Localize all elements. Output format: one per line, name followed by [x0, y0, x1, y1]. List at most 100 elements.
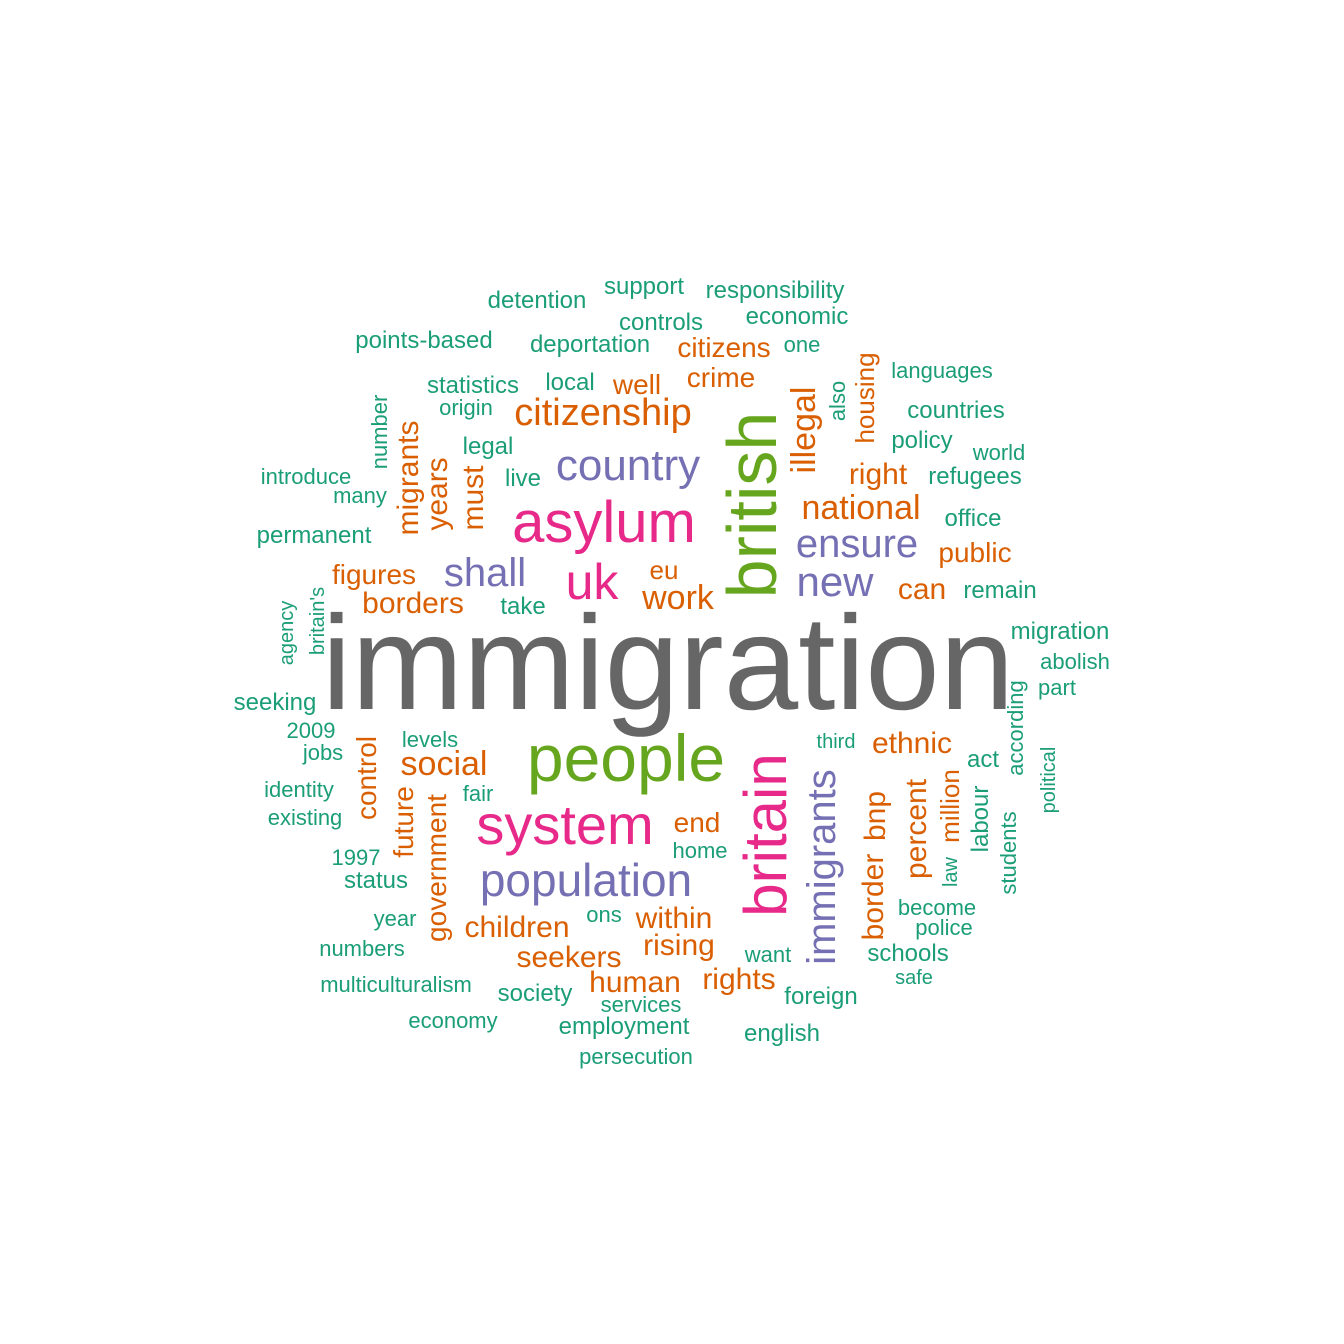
word-one: one: [783, 332, 821, 357]
word-people: people: [526, 721, 726, 795]
word-control: control: [351, 735, 382, 821]
word-local: local: [545, 369, 595, 396]
word-years: years: [421, 457, 454, 531]
word-origin: origin: [439, 395, 493, 420]
word-political: political: [1038, 746, 1060, 814]
word-law: law: [940, 856, 962, 888]
word-statistics: statistics: [426, 372, 520, 399]
word-population: population: [479, 854, 693, 906]
word-economic: economic: [745, 303, 849, 330]
word-ensure: ensure: [795, 522, 919, 566]
word-uk: uk: [565, 554, 619, 610]
word-world: world: [972, 440, 1026, 465]
word-border: border: [857, 853, 890, 941]
word-new: new: [796, 558, 874, 605]
word-support: support: [603, 273, 685, 300]
word-employment: employment: [558, 1013, 690, 1040]
word-government: government: [421, 794, 452, 942]
word-shall: shall: [443, 551, 527, 595]
word-citizens: citizens: [677, 332, 771, 363]
word-points-based: points-based: [355, 327, 493, 354]
word-immigrants: immigrants: [800, 769, 844, 965]
word-system: system: [476, 793, 654, 856]
word-end: end: [673, 807, 721, 838]
word-police: police: [915, 915, 973, 940]
word-numbers: numbers: [319, 936, 405, 961]
word-many: many: [333, 483, 387, 508]
word-british: british: [713, 411, 791, 599]
word-students: students: [996, 811, 1021, 895]
word-eu: eu: [649, 555, 679, 585]
word-public: public: [938, 537, 1012, 568]
word-status: status: [343, 867, 409, 894]
word-labour: labour: [967, 785, 994, 853]
word-existing: existing: [267, 805, 343, 830]
word-abolish: abolish: [1040, 649, 1110, 674]
word-country: country: [555, 441, 701, 490]
word-policy: policy: [891, 427, 953, 454]
word-work: work: [642, 579, 714, 617]
word-introduce: introduce: [260, 464, 352, 489]
word-part: part: [1038, 675, 1076, 700]
word-migration: migration: [1010, 618, 1110, 645]
word-agency: agency: [276, 600, 298, 666]
word-countries: countries: [907, 397, 1005, 424]
word-well: well: [612, 369, 662, 400]
word-housing: housing: [850, 352, 880, 444]
word-2009: 2009: [286, 718, 336, 743]
word-live: live: [504, 465, 542, 492]
word-immigration: immigration: [321, 589, 1015, 738]
word-services: services: [600, 992, 682, 1017]
word-safe: safe: [895, 967, 933, 989]
word-want: want: [744, 942, 792, 967]
word-home: home: [672, 838, 728, 863]
word-borders: borders: [362, 587, 464, 620]
word-identity: identity: [264, 777, 334, 802]
word-jobs: jobs: [302, 740, 344, 765]
word-figures: figures: [331, 559, 417, 590]
word-responsibility: responsibility: [705, 277, 845, 304]
word-fair: fair: [462, 781, 494, 806]
word-seekers: seekers: [516, 941, 622, 974]
word-take: take: [500, 593, 546, 620]
word-according: according: [1003, 680, 1028, 776]
word-number: number: [367, 394, 392, 470]
word-legal: legal: [462, 433, 514, 460]
word-rights: rights: [702, 963, 776, 996]
word-citizenship: citizenship: [514, 392, 692, 434]
word-crime: crime: [686, 362, 756, 393]
word-multiculturalism: multiculturalism: [320, 972, 472, 997]
word-illegal: illegal: [785, 386, 823, 474]
word-bnp: bnp: [859, 790, 892, 842]
word-office: office: [944, 505, 1002, 532]
word-deportation: deportation: [529, 331, 651, 358]
word-can: can: [897, 573, 947, 606]
word-human: human: [589, 966, 681, 999]
word-year: year: [373, 906, 417, 931]
word-levels: levels: [401, 727, 459, 752]
word-english: english: [743, 1020, 821, 1047]
word-rising: rising: [643, 929, 715, 962]
word-asylum: asylum: [512, 490, 696, 555]
word-also: also: [825, 380, 850, 422]
word-permanent: permanent: [256, 522, 372, 549]
word-within: within: [635, 902, 713, 935]
word-remain: remain: [963, 577, 1037, 604]
word-foreign: foreign: [784, 983, 858, 1010]
word-society: society: [497, 980, 573, 1007]
word-national: national: [801, 489, 921, 527]
word-detention: detention: [487, 287, 587, 314]
word-refugees: refugees: [928, 463, 1022, 490]
word-1997: 1997: [331, 845, 381, 870]
word-percent: percent: [900, 778, 933, 880]
word-languages: languages: [891, 358, 993, 383]
word-children: children: [464, 911, 570, 944]
word-million: million: [935, 769, 965, 843]
word-ethnic: ethnic: [871, 727, 953, 760]
word-third: third: [816, 731, 856, 753]
word-britain-s: britain's: [307, 586, 329, 656]
word-schools: schools: [867, 940, 949, 967]
word-must: must: [457, 465, 490, 531]
word-become: become: [897, 895, 977, 920]
